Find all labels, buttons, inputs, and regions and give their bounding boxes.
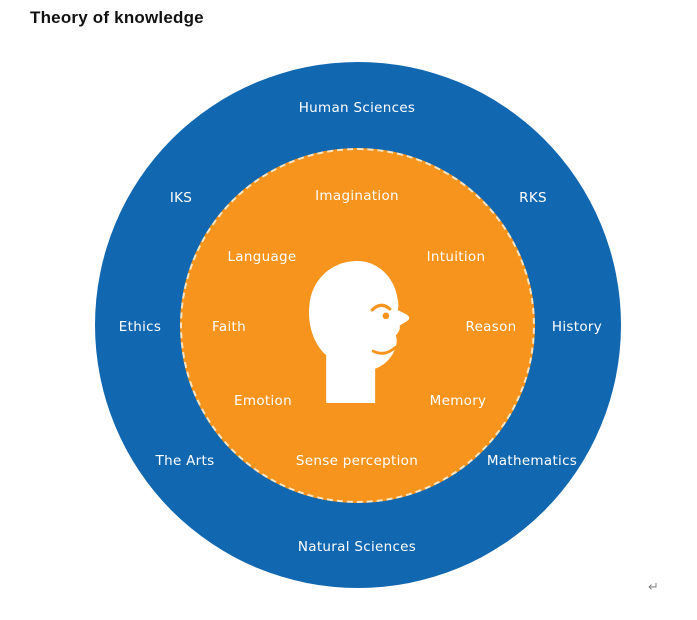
page-title: Theory of knowledge <box>30 8 204 27</box>
outer-label-ethics: Ethics <box>118 319 162 335</box>
inner-label-imagination: Imagination <box>315 188 399 204</box>
inner-label-reason: Reason <box>465 319 517 335</box>
outer-label-iks: IKS <box>169 190 193 206</box>
outer-label-natural-sciences: Natural Sciences <box>297 539 417 555</box>
outer-label-the-arts: The Arts <box>155 453 215 469</box>
inner-label-memory: Memory <box>429 393 487 409</box>
outer-label-rks: RKS <box>519 190 547 206</box>
inner-label-language: Language <box>227 249 297 265</box>
outer-label-human-sciences: Human Sciences <box>298 100 416 116</box>
outer-label-mathematics: Mathematics <box>486 453 578 469</box>
inner-label-intuition: Intuition <box>426 249 486 265</box>
inner-label-sense-perception: Sense perception <box>295 453 419 469</box>
return-arrow-glyph: ↵ <box>648 580 659 595</box>
inner-label-emotion: Emotion <box>234 393 292 409</box>
head-profile-icon <box>308 261 410 403</box>
outer-label-history: History <box>551 319 603 335</box>
inner-label-faith: Faith <box>212 319 246 335</box>
